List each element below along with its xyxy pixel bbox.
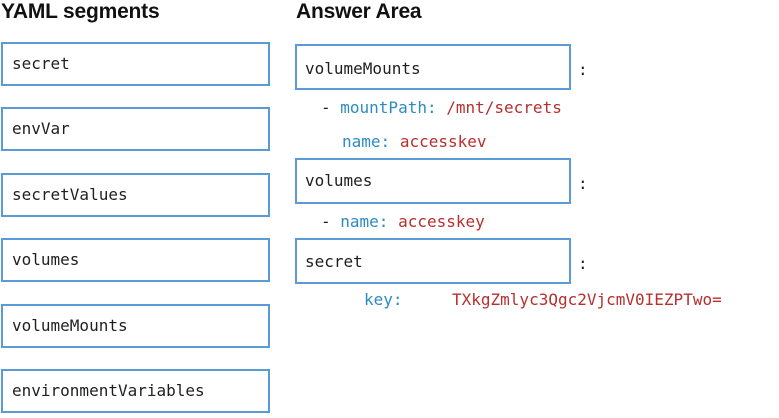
yaml-line-mountpath: - mountPath: /mnt/secrets — [321, 98, 562, 117]
yaml-line-name-accesskey: - name: accesskey — [321, 212, 485, 231]
segment-label: secret — [12, 54, 70, 73]
segment-label: secretValues — [12, 185, 128, 204]
segment-envvar[interactable]: envVar — [1, 107, 270, 151]
answer-slot-value: volumes — [305, 171, 373, 190]
colon: : — [578, 60, 588, 79]
answer-slot-3[interactable]: secret — [295, 238, 571, 284]
segment-environmentvariables[interactable]: environmentVariables — [1, 369, 270, 413]
segment-secretvalues[interactable]: secretValues — [1, 173, 270, 217]
segment-label: volumeMounts — [12, 316, 128, 335]
yaml-line-key-value: TXkgZmlyc3Qgc2VjcmV0IEZPTwo= — [452, 290, 722, 309]
segment-volumemounts[interactable]: volumeMounts — [1, 304, 270, 348]
colon: : — [578, 254, 588, 273]
answer-area-heading: Answer Area — [296, 0, 422, 23]
segment-label: envVar — [12, 119, 70, 138]
answer-slot-1[interactable]: volumeMounts — [295, 44, 571, 90]
colon: : — [578, 174, 588, 193]
segment-volumes[interactable]: volumes — [1, 238, 270, 282]
yaml-line-key: key: — [364, 290, 403, 309]
answer-slot-value: secret — [305, 252, 363, 271]
yaml-line-name-accesskev: name: accesskev — [342, 132, 487, 151]
segment-label: environmentVariables — [12, 381, 205, 400]
segment-label: volumes — [12, 250, 80, 269]
answer-slot-2[interactable]: volumes — [295, 158, 571, 204]
answer-slot-value: volumeMounts — [305, 59, 421, 78]
yaml-segments-heading: YAML segments — [1, 0, 160, 23]
segment-secret[interactable]: secret — [1, 42, 270, 86]
